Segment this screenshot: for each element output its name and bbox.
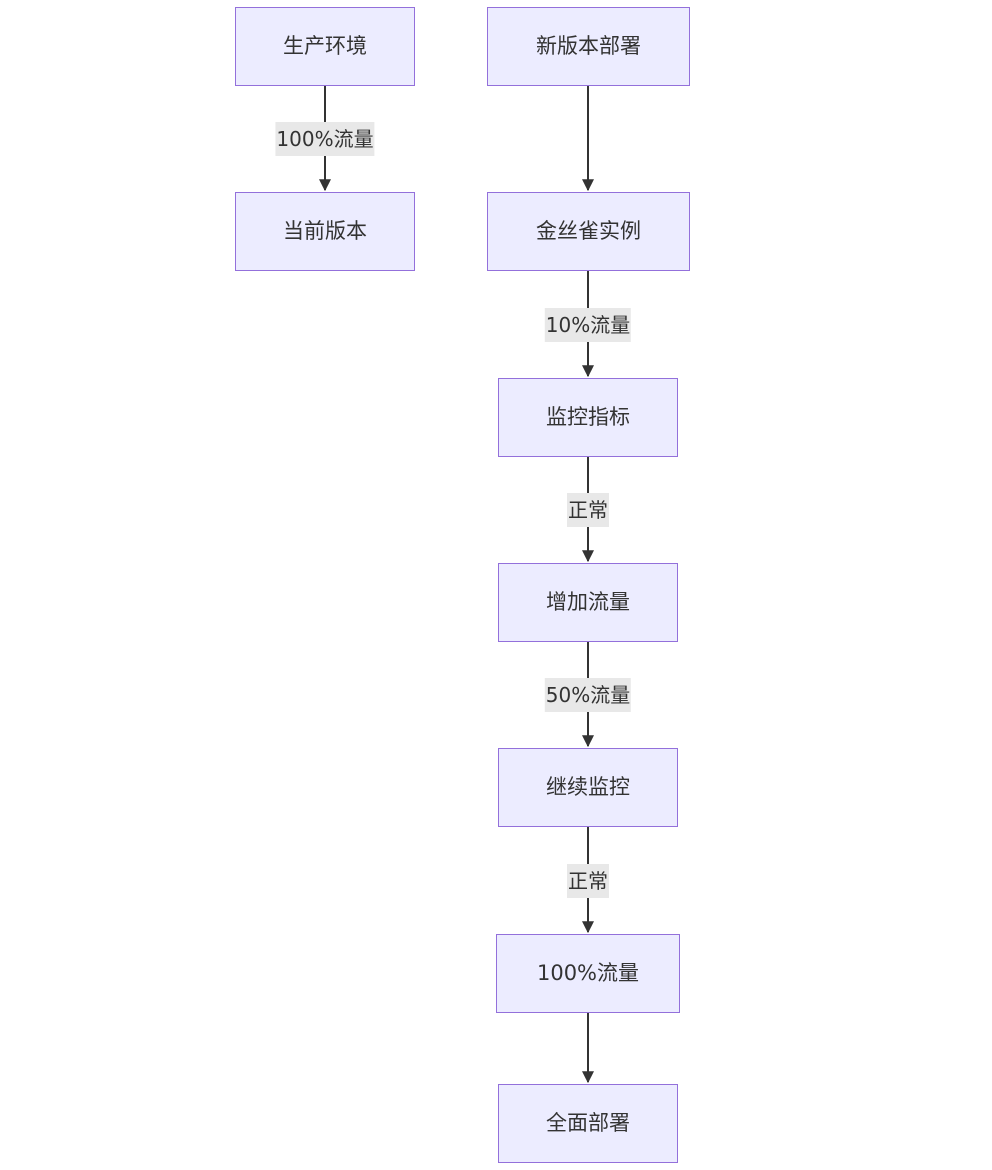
edge-label-canary-to-monitor: 10%流量 [544,308,632,342]
node-increase: 增加流量 [498,563,678,642]
edge-label-prod-to-current: 100%流量 [275,122,375,156]
node-full-deploy-label: 全面部署 [546,1111,630,1135]
edge-label-monitor-to-increase: 正常 [567,493,609,527]
node-current-label: 当前版本 [283,219,367,243]
node-deploy: 新版本部署 [487,7,690,86]
node-full-deploy: 全面部署 [498,1084,678,1163]
edge-label-increase-to-continue: 50%流量 [544,678,632,712]
node-full-traffic-label: 100%流量 [536,961,640,985]
node-prod-label: 生产环境 [283,34,367,58]
edge-label-continue-to-full-traffic: 正常 [567,864,609,898]
node-prod: 生产环境 [235,7,415,86]
node-canary-label: 金丝雀实例 [536,219,641,243]
node-continue-label: 继续监控 [546,775,630,799]
node-current: 当前版本 [235,192,415,271]
node-increase-label: 增加流量 [546,590,630,614]
node-monitor: 监控指标 [498,378,678,457]
node-full-traffic: 100%流量 [496,934,680,1013]
node-canary: 金丝雀实例 [487,192,690,271]
node-deploy-label: 新版本部署 [536,34,641,58]
node-continue: 继续监控 [498,748,678,827]
node-monitor-label: 监控指标 [546,405,630,429]
